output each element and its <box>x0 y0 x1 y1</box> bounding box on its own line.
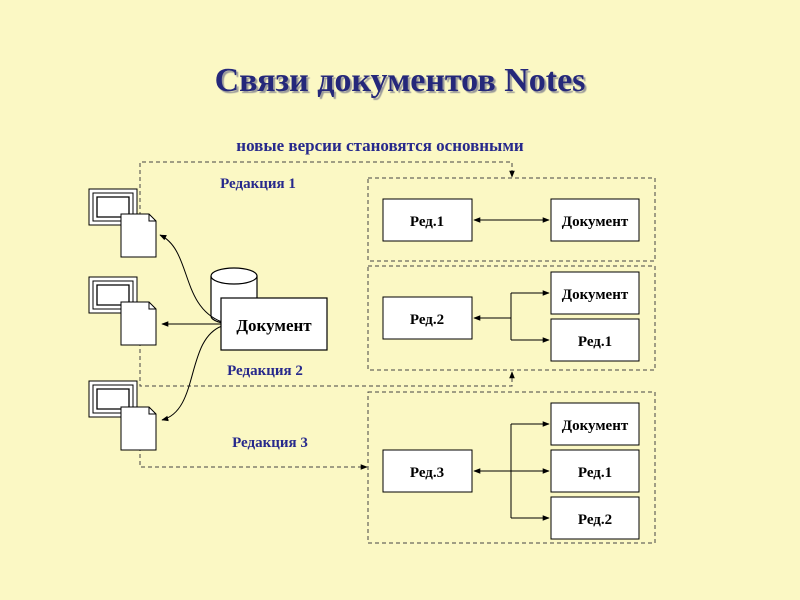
group-2: Ред.2 Документ Ред.1 <box>382 271 640 362</box>
edition-1-label: Редакция 1 <box>220 176 296 192</box>
group-3-main-label: Ред.3 <box>410 465 444 481</box>
group-panel-3 <box>367 391 656 544</box>
group-1-target-1-label: Документ <box>562 214 629 230</box>
document-icon-2 <box>120 301 157 346</box>
group-3-target-2-label: Ред.1 <box>578 465 612 481</box>
new-versions-label: новые версии становятся основными <box>236 136 524 155</box>
group-panel-2 <box>367 265 656 371</box>
group-1: Ред.1 Документ <box>382 198 640 242</box>
edition-2-label: Редакция 2 <box>227 363 303 379</box>
document-icon-1 <box>120 213 157 258</box>
dashed-line-middle <box>139 342 515 387</box>
group-2-main-label: Ред.2 <box>410 312 444 328</box>
group-3: Ред.3 Документ Ред.1 Ред.2 <box>382 402 640 540</box>
group-1-main-label: Ред.1 <box>410 214 444 230</box>
central-document-label: Документ <box>236 316 312 335</box>
group-2-target-1-label: Документ <box>562 287 629 303</box>
group-3-target-1-label: Документ <box>562 418 629 434</box>
group-panel-1 <box>367 177 656 262</box>
dashed-line-top <box>139 161 515 230</box>
slide-title: Связи документов Notes <box>214 62 586 99</box>
dashed-line-bottom <box>139 447 368 470</box>
curve-to-doc-3 <box>161 325 223 422</box>
computer-icon-2 <box>88 276 138 314</box>
document-icon-3 <box>120 406 157 451</box>
central-document-box: Документ <box>220 297 328 351</box>
curve-to-doc-1 <box>159 234 223 323</box>
edition-3-label: Редакция 3 <box>232 435 308 451</box>
group-3-target-3-label: Ред.2 <box>578 512 612 528</box>
group-2-target-2-label: Ред.1 <box>578 334 612 350</box>
